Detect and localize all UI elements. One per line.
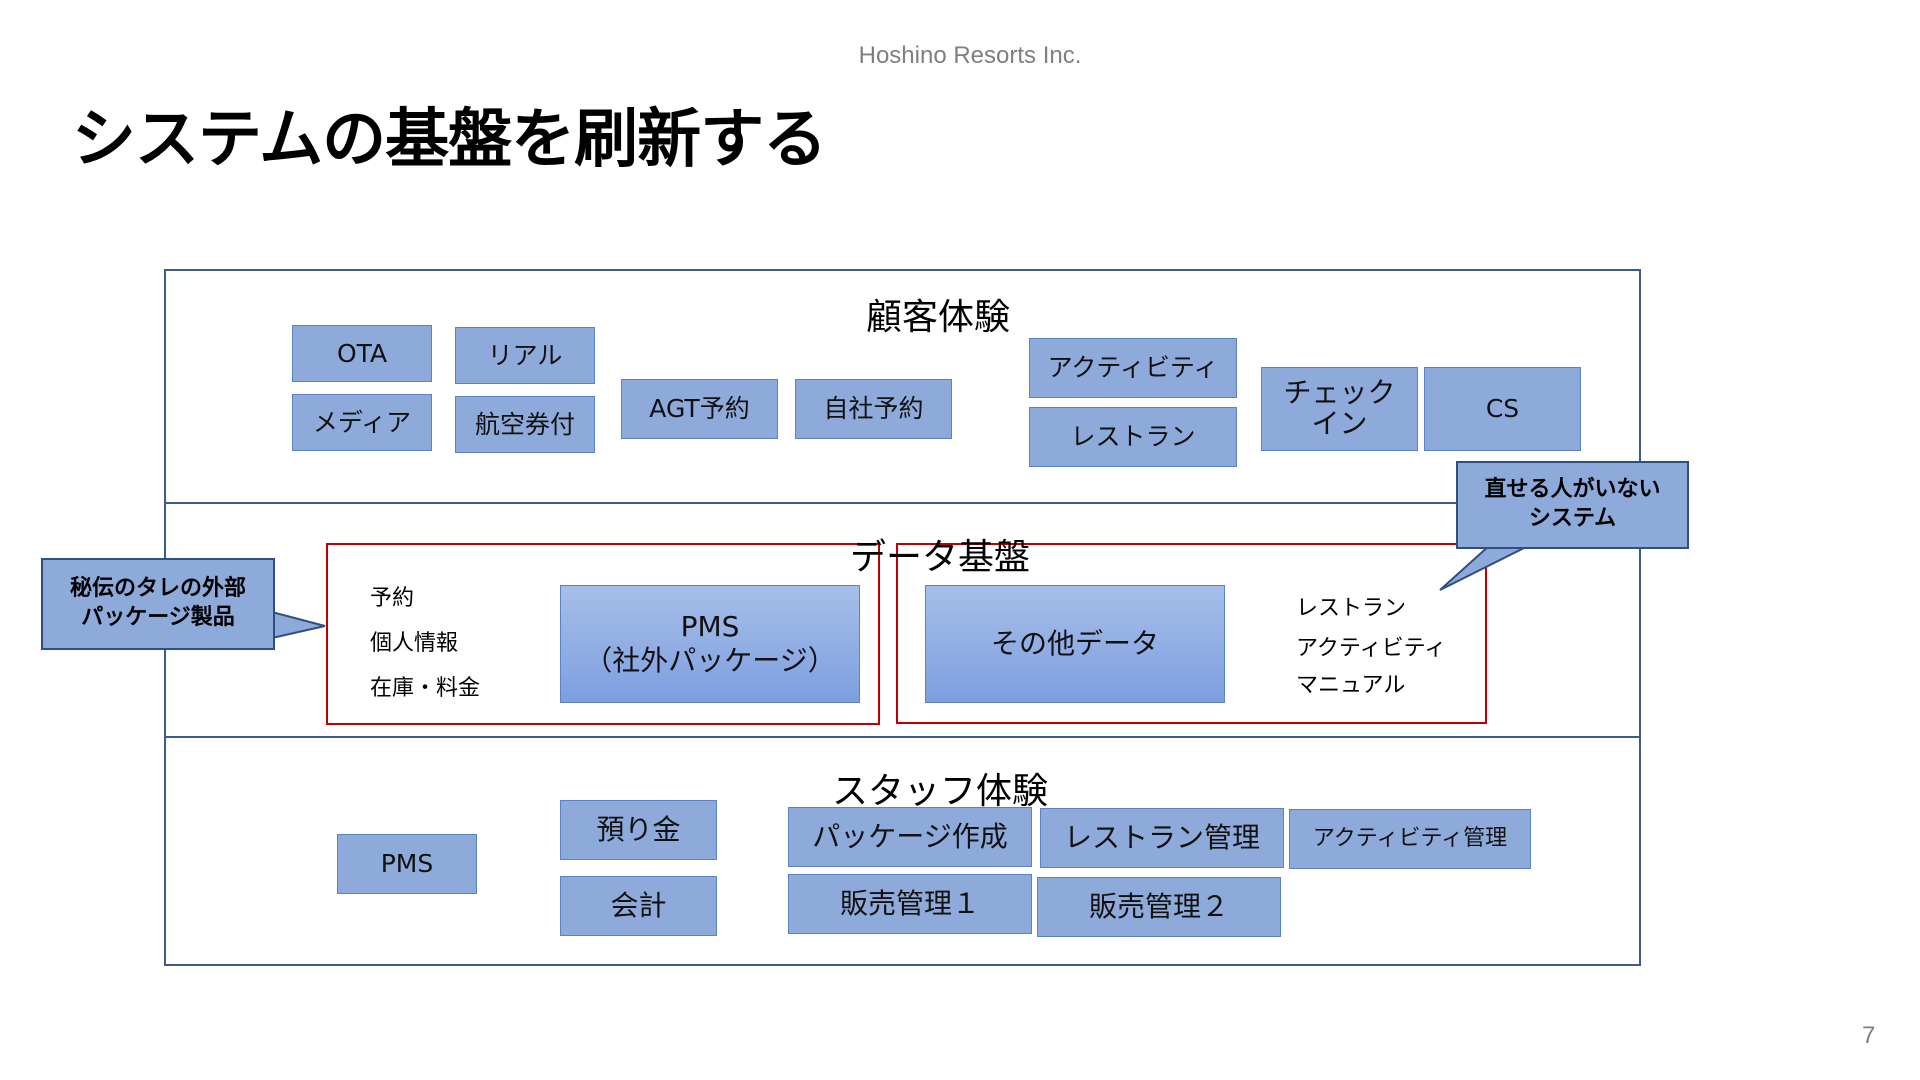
box-real: リアル — [455, 327, 595, 384]
other-data-box: その他データ — [925, 585, 1225, 703]
company-name: Hoshino Resorts Inc. — [858, 42, 1082, 69]
staff-section-title: スタッフ体験 — [831, 771, 1048, 812]
right-callout: 直せる人がいない システム — [1456, 461, 1689, 549]
pms-subtitle: （社外パッケージ） — [584, 644, 836, 677]
label-restaurant: レストラン — [1296, 596, 1407, 621]
box-activity: アクティビティ — [1029, 338, 1237, 398]
slide-title: システムの基盤を刷新する — [72, 103, 827, 177]
label-inventory-price: 在庫・料金 — [370, 676, 481, 701]
box-own-reservation: 自社予約 — [795, 379, 952, 439]
customer-section-title: 顧客体験 — [865, 297, 1010, 338]
box-air-ticket: 航空券付 — [455, 396, 595, 453]
section-divider-top — [164, 502, 1641, 504]
box-agt-reservation: AGT予約 — [621, 379, 778, 439]
box-activity-management: アクティビティ管理 — [1289, 809, 1531, 869]
right-callout-tail — [1439, 544, 1531, 591]
pms-external-package-box: PMS （社外パッケージ） — [560, 585, 860, 703]
label-personal-info: 個人情報 — [370, 631, 459, 656]
data-section-title: データ基盤 — [850, 537, 1031, 578]
left-callout: 秘伝のタレの外部 パッケージ製品 — [41, 558, 275, 650]
label-activity: アクティビティ — [1296, 636, 1447, 661]
pms-title: PMS — [680, 610, 740, 644]
box-sales-management-2: 販売管理２ — [1037, 877, 1281, 937]
box-deposit: 預り金 — [560, 800, 717, 860]
label-manual: マニュアル — [1296, 673, 1406, 698]
label-reservation: 予約 — [370, 586, 415, 611]
box-restaurant-management: レストラン管理 — [1040, 808, 1284, 868]
left-callout-tail — [271, 610, 326, 640]
page-number: 7 — [1862, 1022, 1876, 1049]
box-ota: OTA — [292, 325, 432, 382]
box-accounting: 会計 — [560, 876, 717, 936]
box-cs: CS — [1424, 367, 1581, 451]
box-restaurant: レストラン — [1029, 407, 1237, 467]
box-check-in: チェック イン — [1261, 367, 1418, 451]
box-sales-management-1: 販売管理１ — [788, 874, 1032, 934]
pms-red-frame — [326, 543, 880, 725]
section-divider-bottom — [164, 736, 1641, 738]
box-media: メディア — [292, 394, 432, 451]
box-staff-pms: PMS — [337, 834, 477, 894]
box-package-creation: パッケージ作成 — [788, 807, 1032, 867]
other-data-red-frame — [896, 543, 1487, 724]
